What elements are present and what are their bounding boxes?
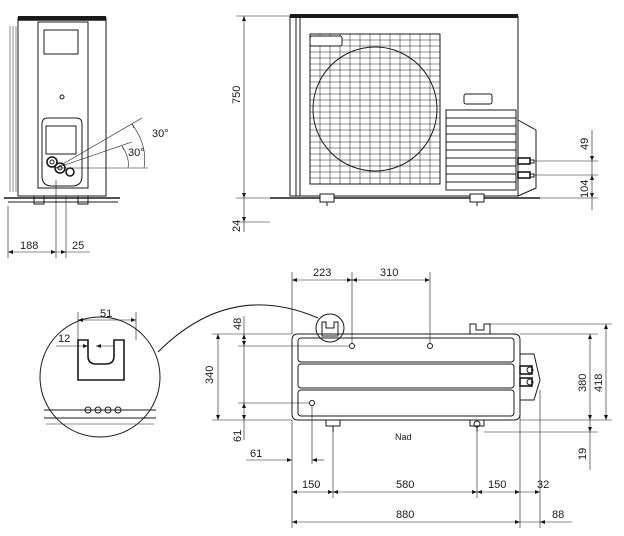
dim-61-vertical: 61 (232, 430, 244, 442)
dim-32: 32 (537, 479, 549, 491)
front-view: 750 24 49 104 (231, 14, 598, 232)
detail-dims (56, 312, 137, 350)
dim-418: 418 (593, 374, 605, 392)
side-view: 30° 30° 188 25 (4, 16, 169, 258)
top-mount-hole-2 (427, 343, 433, 349)
dim-340: 340 (204, 366, 216, 384)
side-panel (37, 21, 89, 189)
top-dim-61-h (246, 406, 324, 528)
dim-24: 24 (231, 220, 243, 232)
dim-150-right: 150 (488, 479, 506, 491)
side-label-plate (43, 29, 79, 55)
dim-880: 880 (396, 509, 414, 521)
front-logo-plate (309, 35, 343, 47)
side-dims (7, 180, 90, 258)
detail-circle (39, 316, 161, 438)
dim-104: 104 (579, 180, 591, 198)
top-mount-hole-1 (349, 343, 355, 349)
front-valves (517, 157, 535, 179)
front-valve-dims (534, 130, 598, 210)
top-view-caption: Nad (395, 432, 412, 442)
dim-61-horizontal: 61 (250, 448, 262, 460)
front-louvers (445, 93, 517, 191)
dim-88: 88 (552, 509, 564, 521)
dim-380: 380 (577, 374, 589, 392)
dim-310: 310 (380, 267, 398, 279)
dim-49: 49 (579, 138, 591, 150)
top-dims-right (484, 323, 612, 470)
detail-source-circle (315, 313, 345, 343)
dim-48: 48 (232, 318, 244, 330)
top-panel-1 (297, 337, 515, 363)
top-dims-top (291, 272, 431, 344)
dim-750: 750 (231, 86, 243, 104)
dim-580: 580 (396, 479, 414, 491)
front-height-dims (236, 15, 290, 232)
dim-150-left: 150 (302, 479, 320, 491)
top-valves (519, 365, 534, 387)
top-body (291, 333, 521, 421)
dim-25: 25 (72, 240, 84, 252)
angle-top-label: 30° (152, 128, 169, 140)
top-panel-3 (297, 389, 515, 417)
dim-12: 12 (58, 333, 70, 345)
angle-bottom-label: 30° (128, 147, 145, 159)
detail-view: 51 12 (39, 304, 345, 438)
side-top-edge (18, 16, 106, 20)
top-valve-box (520, 353, 541, 401)
valve-cover (41, 117, 83, 187)
side-fins (9, 26, 17, 192)
fan-grille (309, 33, 441, 185)
front-valve-box (517, 119, 537, 197)
top-mount-hole-3 (309, 400, 315, 406)
top-view: Nad 223 310 48 (204, 267, 612, 528)
dim-188: 188 (20, 240, 38, 252)
top-dims-left (212, 316, 350, 440)
detail-holes (84, 406, 122, 414)
dim-51: 51 (100, 308, 112, 320)
top-panel-2 (297, 363, 515, 389)
top-dims-bottom (292, 390, 572, 528)
dim-223: 223 (313, 267, 331, 279)
side-screw (59, 94, 65, 100)
dim-19: 19 (577, 448, 589, 460)
detail-leader (157, 304, 319, 353)
angle-lines (55, 117, 148, 169)
